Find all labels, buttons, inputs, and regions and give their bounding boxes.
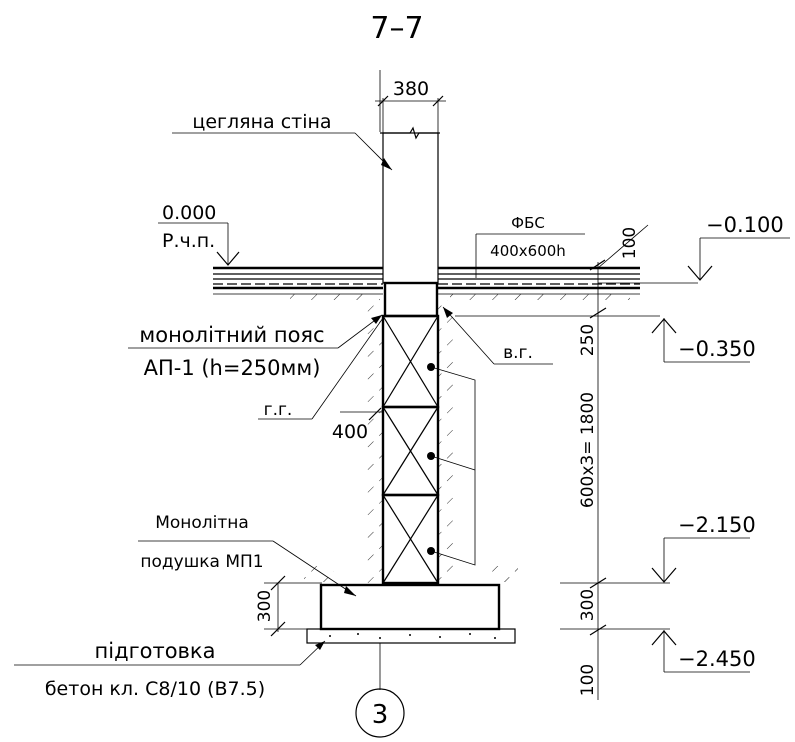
svg-text:3: 3 [372,700,389,730]
dimension-380: 380 [375,78,446,135]
svg-text:бетон кл. С8/10 (В7.5): бетон кл. С8/10 (В7.5) [45,678,265,700]
label-fbs: ФБС 400х600h [475,214,585,278]
concrete-preparation [306,628,516,644]
svg-text:400: 400 [332,421,368,443]
svg-text:0.000: 0.000 [162,202,216,224]
svg-text:380: 380 [393,78,429,100]
brick-wall [380,126,440,284]
svg-text:г.г.: г.г. [264,400,293,420]
svg-text:−0.100: −0.100 [706,213,784,237]
svg-text:−2.150: −2.150 [678,513,756,537]
level-minus-0100: −0.100 [687,213,790,281]
level-0000: 0.000 Р.ч.п. [158,202,240,266]
svg-text:Монолітна: Монолітна [155,513,249,533]
dimension-300-left: 300 [255,575,322,637]
level-minus-0350: −0.350 [651,318,756,363]
svg-text:АП-1 (h=250мм): АП-1 (h=250мм) [144,356,321,380]
label-preparation: підготовка бетон кл. С8/10 (В7.5) [14,639,326,700]
level-minus-2150: −2.150 [651,513,756,583]
svg-text:монолітний пояс: монолітний пояс [139,323,324,347]
axis-mark: 3 [355,70,405,738]
dimension-chain-right: 100 250 600х3= 1800 300 100 [455,224,698,700]
label-g-g: г.г. [258,317,384,420]
svg-text:−2.450: −2.450 [678,647,756,671]
soil-hatching [290,292,630,583]
svg-text:100: 100 [578,664,598,696]
monolithic-belt [383,281,439,318]
svg-text:600х3= 1800: 600х3= 1800 [578,392,598,508]
svg-text:250: 250 [578,324,598,356]
svg-text:в.г.: в.г. [503,343,533,363]
svg-text:ФБС: ФБС [511,214,545,232]
svg-text:−0.350: −0.350 [678,337,756,361]
fbs-blocks [381,314,476,585]
level-minus-2450: −2.450 [651,630,756,673]
svg-text:Р.ч.п.: Р.ч.п. [162,230,215,252]
section-title: 7–7 [370,11,423,46]
dimension-400: 400 [332,407,384,443]
floor-layers-right [438,266,640,295]
label-monolithic-belt: монолітний пояс АП-1 (h=250мм) [128,314,383,380]
svg-text:цегляна стіна: цегляна стіна [192,111,331,133]
svg-text:підготовка: підготовка [95,639,216,663]
floor-layers-left [213,266,383,295]
label-v-g: в.г. [442,306,553,365]
label-brick-wall: цегляна стіна [172,111,393,171]
svg-text:400х600h: 400х600h [490,242,566,260]
svg-text:300: 300 [255,590,275,622]
svg-text:300: 300 [578,589,598,621]
svg-text:подушка МП1: подушка МП1 [140,552,263,572]
label-monolithic-pad: Монолітна подушка МП1 [138,513,357,597]
svg-text:100: 100 [620,227,640,259]
